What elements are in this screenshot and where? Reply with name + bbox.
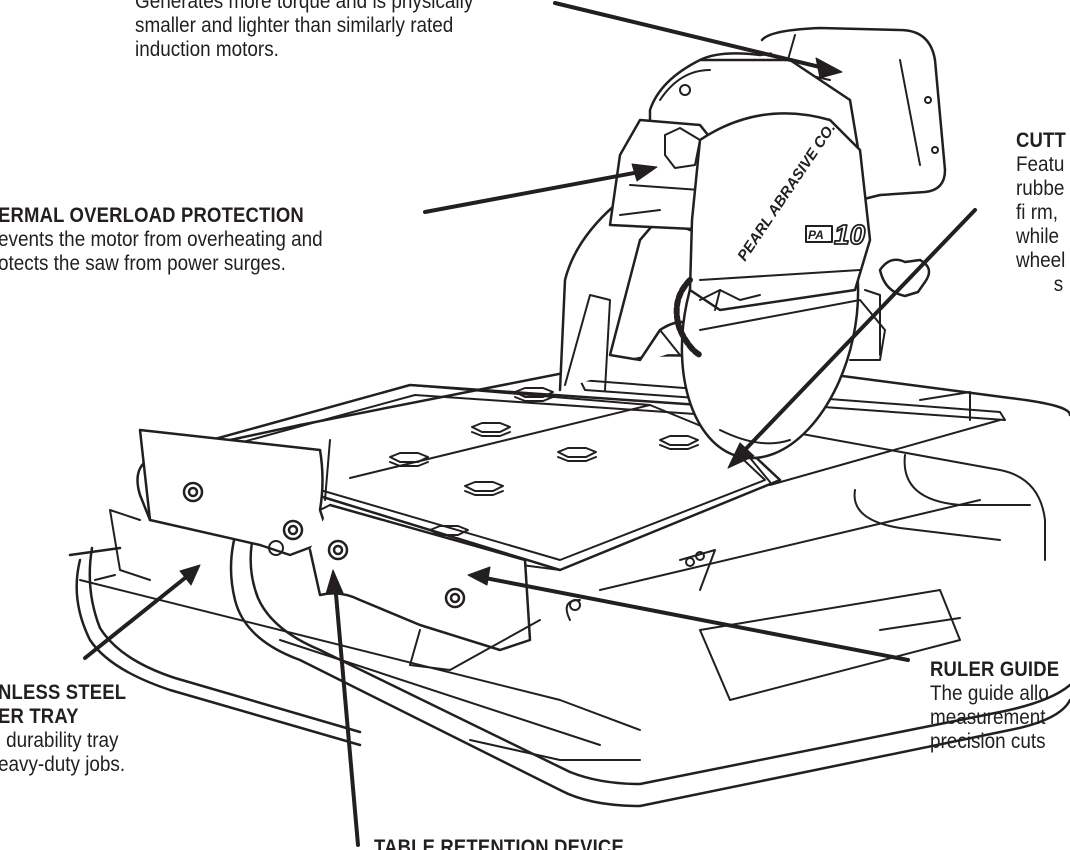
callout-thermal-title: ERMAL OVERLOAD PROTECTION: [0, 204, 304, 227]
retention-arrow-icon: [325, 569, 344, 595]
callout-motor-line-3: induction motors.: [135, 38, 279, 61]
callout-thermal-line-2: otects the saw from power surges.: [0, 252, 286, 275]
thermal-leader-line: [423, 168, 652, 214]
callout-ruler-line-3: precision cuts: [930, 730, 1046, 753]
callout-cutting-line-4: while: [1016, 225, 1060, 248]
motor-leader-line: [553, 1, 826, 70]
callout-tray-title-1: NLESS STEEL: [0, 681, 127, 704]
callout-ruler-guide: RULER GUIDE The guide allo measurement p…: [930, 658, 1070, 754]
callout-cutting-title: CUTT: [1016, 129, 1066, 152]
callout-tray-line-1: durability tray: [6, 729, 119, 752]
tray-arrow-icon: [179, 564, 201, 586]
water-tray: [68, 354, 1070, 808]
callout-tray-line-2: eavy-duty jobs.: [0, 753, 126, 776]
cutting-leader-line: [738, 208, 977, 457]
callout-thermal-overload: ERMAL OVERLOAD PROTECTION events the mot…: [0, 204, 359, 276]
callout-cutting-line-3: fi rm,: [1016, 201, 1058, 224]
model-badge: PA 10: [805, 218, 866, 251]
callout-thermal-line-1: events the motor from overheating and: [0, 228, 323, 251]
callout-ruler-line-1: The guide allo: [930, 682, 1049, 705]
callout-ruler-line-2: measurement: [930, 706, 1046, 729]
ruler-leader-line: [478, 575, 910, 662]
callout-cutting-line-1: Featu: [1016, 153, 1065, 176]
thermal-arrow-icon: [631, 163, 658, 182]
callout-water-tray: NLESS STEEL ER TRAY durability tray eavy…: [0, 681, 144, 777]
callout-ruler-title: RULER GUIDE: [930, 658, 1060, 681]
model-prefix: PA: [808, 228, 824, 242]
cutting-arrow-icon: [727, 442, 755, 469]
callout-motor: Generates more torque and is physically …: [135, 0, 511, 62]
callout-tray-title-2: ER TRAY: [0, 705, 79, 728]
motor-arrow-icon: [815, 57, 843, 79]
callout-cutting-line-6: s: [1053, 273, 1064, 296]
callout-cutting-line-5: wheel: [1016, 249, 1066, 272]
callout-cutting-line-2: rubbe: [1016, 177, 1065, 200]
callout-table-retention: TABLE RETENTION DEVICE: [374, 836, 658, 850]
callout-retention-title: TABLE RETENTION DEVICE: [374, 836, 624, 850]
retention-leader-line: [333, 581, 360, 847]
callout-motor-line-2: smaller and lighter than similarly rated: [135, 14, 454, 37]
ruler-guide: [109, 428, 581, 671]
tray-leader-line: [83, 572, 192, 660]
callout-leaders: [83, 1, 977, 847]
ruler-arrow-icon: [467, 566, 491, 586]
model-number: 10: [834, 219, 866, 250]
callout-motor-line-1: Generates more torque and is physically: [135, 0, 474, 13]
callout-cutting: CUTT Featu rubbe fi rm, while wheel s: [1016, 129, 1070, 297]
tray-rim: [75, 546, 362, 747]
